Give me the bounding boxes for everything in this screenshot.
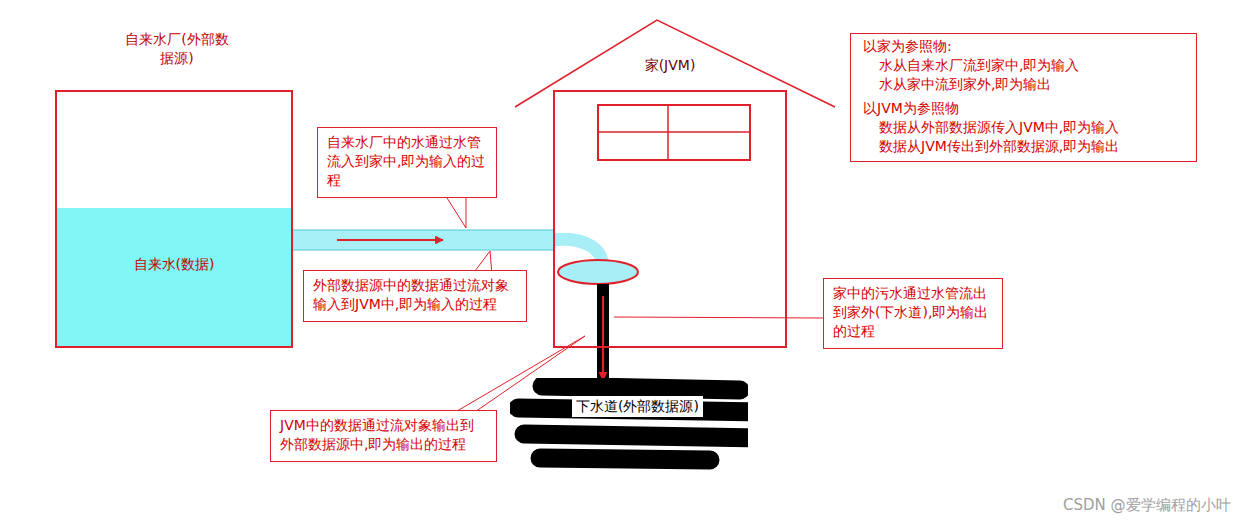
house-roof <box>515 20 835 107</box>
node-text: 自来水(数据) <box>57 255 291 274</box>
callout-box: JVM中的数据通过流对象输出到外部数据源中,即为输出的过程 <box>270 410 497 462</box>
flow-arrow <box>337 239 443 241</box>
note-box: 以家为参照物:水从自来水厂流到家中,即为输入水从家中流到家外,即为输出以JVM为… <box>850 33 1197 162</box>
house-window <box>598 105 750 160</box>
drain-pipe <box>597 284 609 349</box>
sewer-area: 下水道(外部数据源) <box>510 378 775 473</box>
drain-flow <box>602 296 604 349</box>
watermark: CSDN @爱学编程的小叶 <box>1063 496 1231 515</box>
callout-box: 外部数据源中的数据通过流对象输入到JVM中,即为输入的过程 <box>303 270 527 322</box>
scribble-stroke <box>542 386 740 390</box>
node-text: 家中的污水通过水管流出到家外(下水道),即为输出的过程 <box>833 284 993 341</box>
node-text: 家(JVM) <box>555 56 785 75</box>
drain-pipe <box>603 348 604 382</box>
window-bar <box>598 131 750 133</box>
node-text: 外部数据源中的数据通过流对象输入到JVM中,即为输入的过程 <box>313 276 517 314</box>
pipe-outline <box>293 230 553 251</box>
basin <box>558 260 638 284</box>
node-text: 下水道(外部数据源) <box>572 396 703 417</box>
window-bar <box>667 105 669 160</box>
scribble-stroke <box>524 434 748 438</box>
node-text: JVM中的数据通过流对象输出到外部数据源中,即为输出的过程 <box>280 416 487 454</box>
leader-line <box>614 317 823 318</box>
node-text: 水从家中流到家外,即为输出 <box>859 75 1188 94</box>
scribble-stroke <box>540 458 710 460</box>
flow-arrow <box>602 348 604 380</box>
callout-box: 家中的污水通过水管流出到家外(下水道),即为输出的过程 <box>823 278 1003 349</box>
node-text: 水从自来水厂流到家中,即为输入 <box>859 56 1188 75</box>
node-text: 数据从外部数据源传入JVM中,即为输入 <box>859 118 1188 137</box>
callout-box: 自来水厂中的水通过水管流入到家中,即为输入的过程 <box>317 127 497 198</box>
node-text: 以家为参照物: <box>859 37 1188 56</box>
node-text: 以JVM为参照物 <box>859 99 1188 118</box>
node-text: 自来水厂(外部数据源) <box>125 30 229 68</box>
pipe-body <box>293 231 553 250</box>
node-text: 数据从JVM传出到外部数据源,即为输出 <box>859 137 1188 156</box>
water-pipe <box>293 240 553 241</box>
pipe-body <box>597 348 609 382</box>
house-box: 家(JVM) <box>553 90 787 348</box>
node-text: 自来水厂中的水通过水管流入到家中,即为输入的过程 <box>327 133 487 190</box>
water-plant-box: 自来水厂(外部数据源)自来水(数据) <box>55 90 293 348</box>
water-fill <box>56 208 292 347</box>
